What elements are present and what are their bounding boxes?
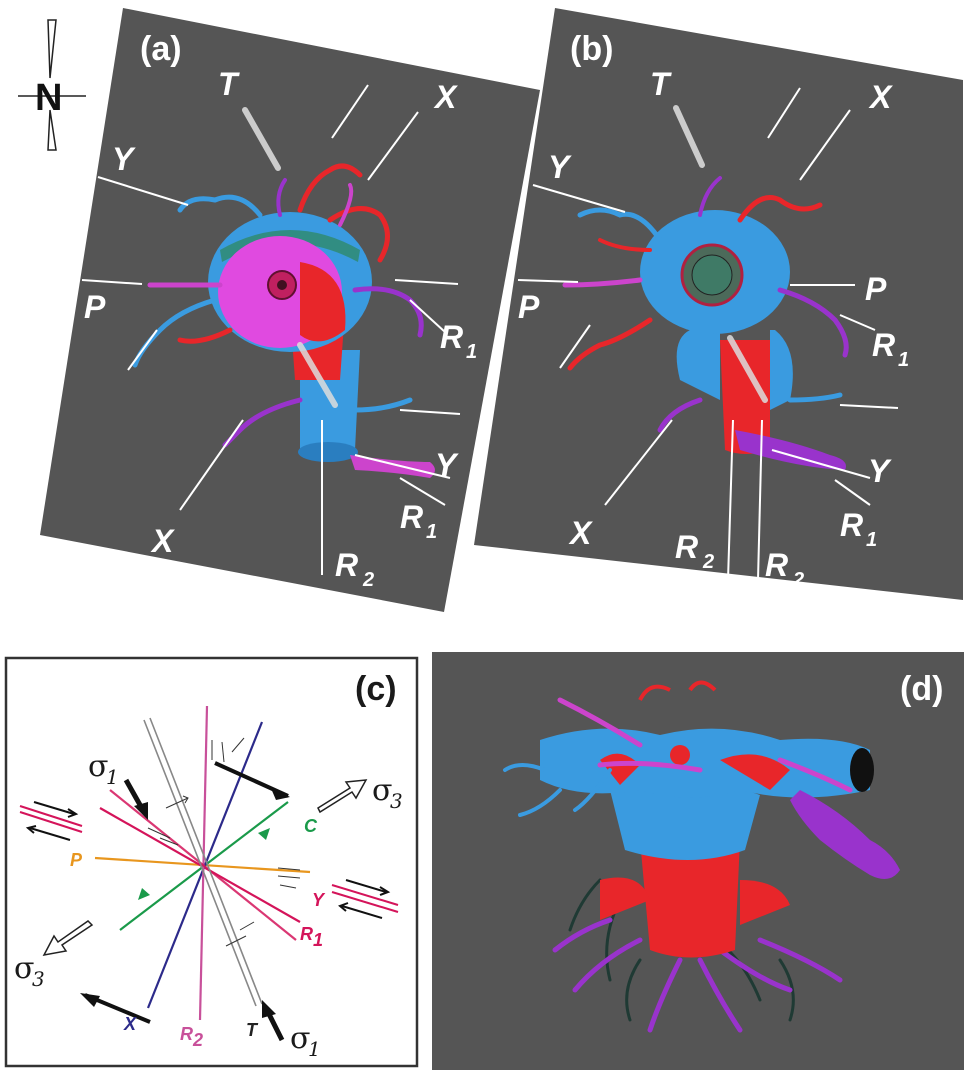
panel-b-R1-low-sub: 1 <box>866 529 877 551</box>
panel-a-Y-left-label: Y <box>112 141 136 177</box>
panel-c-Y-shear-arrows-icon <box>331 879 399 919</box>
panel-b-R1-right-sub: 1 <box>898 349 909 371</box>
panel-c-R1-sub: 1 <box>313 930 323 950</box>
panel-b-structure-lines <box>517 87 899 581</box>
panel-a-R1-right-label: R <box>440 319 463 355</box>
panel-a-Y-right-label: Y <box>435 447 459 483</box>
panel-b: (b) T X Y P P R 1 Y R 1 R 2 R 2 X <box>474 8 963 600</box>
panel-c-sigma3-right-sub: 3 <box>390 789 403 813</box>
panel-c-R1-label: R <box>300 924 313 944</box>
panel-b-T-label: T <box>650 66 672 102</box>
panel-c-sigma3-right-arrow-icon <box>317 779 368 814</box>
panel-a-R1-right-sub: 1 <box>466 341 477 363</box>
panel-c-C-label: C <box>304 816 318 836</box>
panel-c-sigma1-bottom-symbol: σ <box>290 1021 310 1056</box>
panel-d-label: (d) <box>900 670 943 708</box>
panel-d: (d) <box>432 652 964 1070</box>
panel-b-label: (b) <box>570 30 613 68</box>
panel-c-P-shear-arrows-icon <box>19 801 83 841</box>
panel-c-sigma1-top-sub: 1 <box>106 765 119 789</box>
panel-c-P-label: P <box>70 850 83 870</box>
panel-c-sigma1-bottom-sub: 1 <box>308 1037 321 1061</box>
panel-b-Y-right-label: Y <box>868 453 892 489</box>
panel-c-R2-sub: 2 <box>192 1030 203 1050</box>
panel-b-R2a-label: R <box>675 529 698 565</box>
panel-a-T-label: T <box>218 66 240 102</box>
panel-c-Y-label: Y <box>312 890 326 910</box>
panel-a-label: (a) <box>140 30 182 68</box>
panel-a-R1-low-sub: 1 <box>426 521 437 543</box>
panel-a-cave-model <box>132 107 435 478</box>
panel-b-P-right-label: P <box>865 271 887 307</box>
panel-c-sigma1-top-symbol: σ <box>88 749 108 784</box>
panel-a-X-bottom-label: X <box>150 523 175 559</box>
panel-c-fracture-lines <box>94 705 311 1021</box>
panel-b-R2b-sub: 2 <box>792 569 804 591</box>
panel-b-cave-model <box>562 105 849 470</box>
panel-c-T-label: T <box>246 1020 259 1040</box>
panel-c-C-marker2-icon <box>138 888 150 900</box>
panel-b-R1-low-label: R <box>840 507 863 543</box>
panel-a-P-label: P <box>84 289 106 325</box>
panel-c-small-arrows-icon <box>147 737 301 947</box>
panel-c-sigma3-right-symbol: σ <box>372 773 392 808</box>
panel-b-R2a-sub: 2 <box>702 551 714 573</box>
panel-c-R2-label: R <box>180 1024 193 1044</box>
panel-b-P-left-label: P <box>518 289 540 325</box>
panel-c-label: (c) <box>355 670 397 708</box>
north-arrow-icon: N <box>18 19 86 151</box>
panel-a-structure-lines <box>81 84 461 575</box>
panel-c-X-label: X <box>123 1014 137 1034</box>
panel-a: (a) T X Y P R 1 Y R 1 R 2 X <box>40 8 540 612</box>
panel-c-frame <box>4 656 419 1068</box>
panel-b-R1-right-label: R <box>872 327 895 363</box>
panel-b-R2b-label: R <box>765 547 788 583</box>
panel-a-X-top-label: X <box>433 79 458 115</box>
panel-c-sigma3-left-symbol: σ <box>14 951 34 986</box>
panel-b-X-bottom-label: X <box>568 515 593 551</box>
panel-b-Y-left-label: Y <box>548 149 572 185</box>
panel-a-R2-sub: 2 <box>362 569 374 591</box>
panel-c-sigma3-left-arrow-icon <box>42 920 94 957</box>
panel-c-sigma3-left-sub: 3 <box>32 967 45 991</box>
panel-a-R1-low-label: R <box>400 499 423 535</box>
panel-c: (c) <box>4 656 419 1068</box>
north-label: N <box>35 77 62 119</box>
panel-b-X-top-label: X <box>868 79 893 115</box>
panel-a-R2-label: R <box>335 547 358 583</box>
panel-d-cave-model <box>503 680 900 1033</box>
panel-c-T-line <box>143 717 263 1007</box>
panel-c-C-marker-icon <box>258 828 270 840</box>
